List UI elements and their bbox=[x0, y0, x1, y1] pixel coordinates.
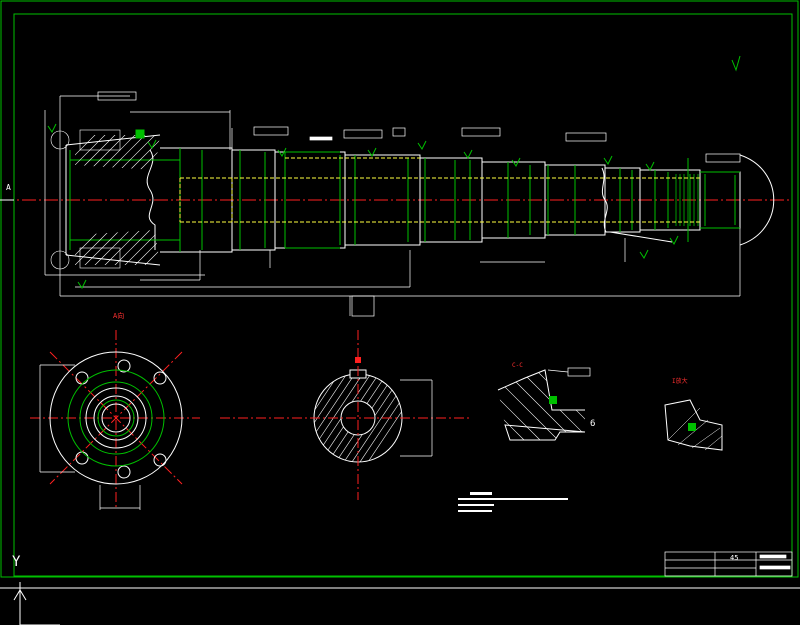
ucs-y-label: Y bbox=[12, 554, 21, 570]
section-label-a: A bbox=[6, 183, 11, 192]
detail-i: I放大 bbox=[664, 377, 723, 451]
shaft-steps-green bbox=[69, 148, 740, 252]
title-block bbox=[664, 551, 793, 577]
tolerance-frames bbox=[97, 91, 741, 377]
view-label-top: A向 bbox=[113, 311, 124, 320]
title-block-value: 45 bbox=[730, 554, 738, 562]
section-label-cc: C-C bbox=[512, 362, 523, 369]
roughness-marks bbox=[47, 55, 741, 289]
detail-label: I放大 bbox=[672, 377, 688, 385]
technical-notes bbox=[458, 492, 568, 512]
dimension-lines bbox=[44, 95, 741, 317]
detail-cc: C-C 6 bbox=[497, 362, 595, 441]
section-arrow-a: A bbox=[0, 183, 14, 201]
ref-label-6: 6 bbox=[590, 419, 595, 429]
ucs-icon bbox=[0, 582, 800, 625]
hidden-lines bbox=[179, 157, 700, 223]
flange-end-view: A向 bbox=[30, 311, 200, 510]
drawing-border bbox=[0, 0, 799, 578]
left-gear-hatch bbox=[50, 129, 160, 270]
section-view-center bbox=[220, 330, 470, 500]
